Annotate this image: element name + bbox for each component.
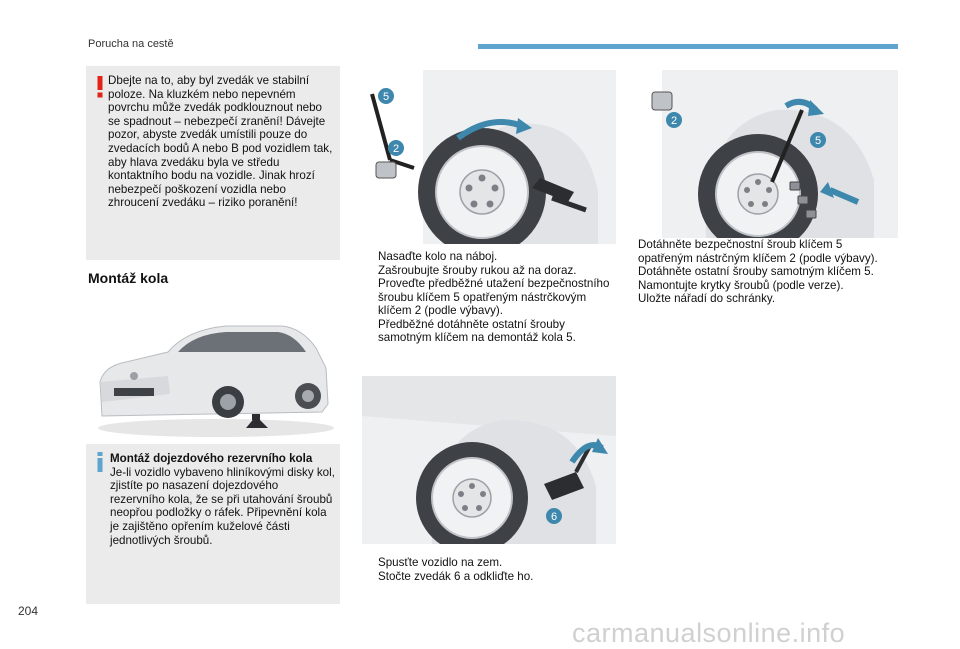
info-box: Montáž dojezdového rezervního kola Je-li… xyxy=(86,444,340,604)
section-heading: Montáž kola xyxy=(88,270,169,286)
mount-steps-list: Nasaďte kolo na náboj. Zašroubujte šroub… xyxy=(364,250,618,345)
list-item: Uložte nářadí do schránky. xyxy=(638,292,776,305)
list-item: Namontujte krytky šroubů (podle verze). xyxy=(638,278,844,292)
warning-text: Dbejte na to, aby byl zvedák ve stabilní… xyxy=(108,74,333,210)
header-accent-bar xyxy=(478,44,898,49)
list-item: Zašroubujte šrouby rukou až na doraz. xyxy=(378,263,577,277)
info-title: Montáž dojezdového rezervního kola xyxy=(110,452,313,465)
list-item: Proveďte předběžné utažení bezpečnostníh… xyxy=(378,277,610,317)
figure-label-2: 2 xyxy=(393,143,399,155)
tightening-steps-list: Dotáhněte bezpečnostní šroub klíčem 5 op… xyxy=(624,238,894,306)
lowering-vehicle-illustration: 6 xyxy=(362,376,616,544)
list-item: Dotáhněte bezpečnostní šroub klíčem 5 op… xyxy=(638,238,878,265)
list-item: Stočte zvedák 6 a odkliďte ho. xyxy=(378,569,534,583)
info-text: Je-li vozidlo vybaveno hliníkovými disky… xyxy=(110,465,335,547)
list-item: Dotáhněte ostatní šrouby samotným klíčem… xyxy=(638,265,874,278)
figure-label-5: 5 xyxy=(383,91,389,103)
page-number: 204 xyxy=(18,604,39,618)
wheel-mount-illustration: 5 2 xyxy=(362,70,616,244)
list-item: Předběžné dotáhněte ostatní šrouby samot… xyxy=(378,317,576,345)
list-item: Spusťte vozidlo na zem. xyxy=(378,556,503,569)
car-jack-illustration xyxy=(86,296,340,442)
lowering-steps-list: Spusťte vozidlo na zem. Stočte zvedák 6 … xyxy=(364,556,618,583)
figure-label-5: 5 xyxy=(815,135,821,147)
figure-label-6: 6 xyxy=(551,511,557,523)
exclamation-warning-icon xyxy=(97,76,103,98)
warning-box: Dbejte na to, aby byl zvedák ve stabilní… xyxy=(86,66,340,260)
tightening-bolts-illustration: 2 5 xyxy=(622,70,898,238)
watermark: carmanualsonline.info xyxy=(572,618,846,648)
list-item: Nasaďte kolo na náboj. xyxy=(378,250,498,263)
info-icon xyxy=(97,452,103,472)
figure-label-2: 2 xyxy=(671,115,677,127)
section-title: Porucha na cestě xyxy=(88,38,174,50)
